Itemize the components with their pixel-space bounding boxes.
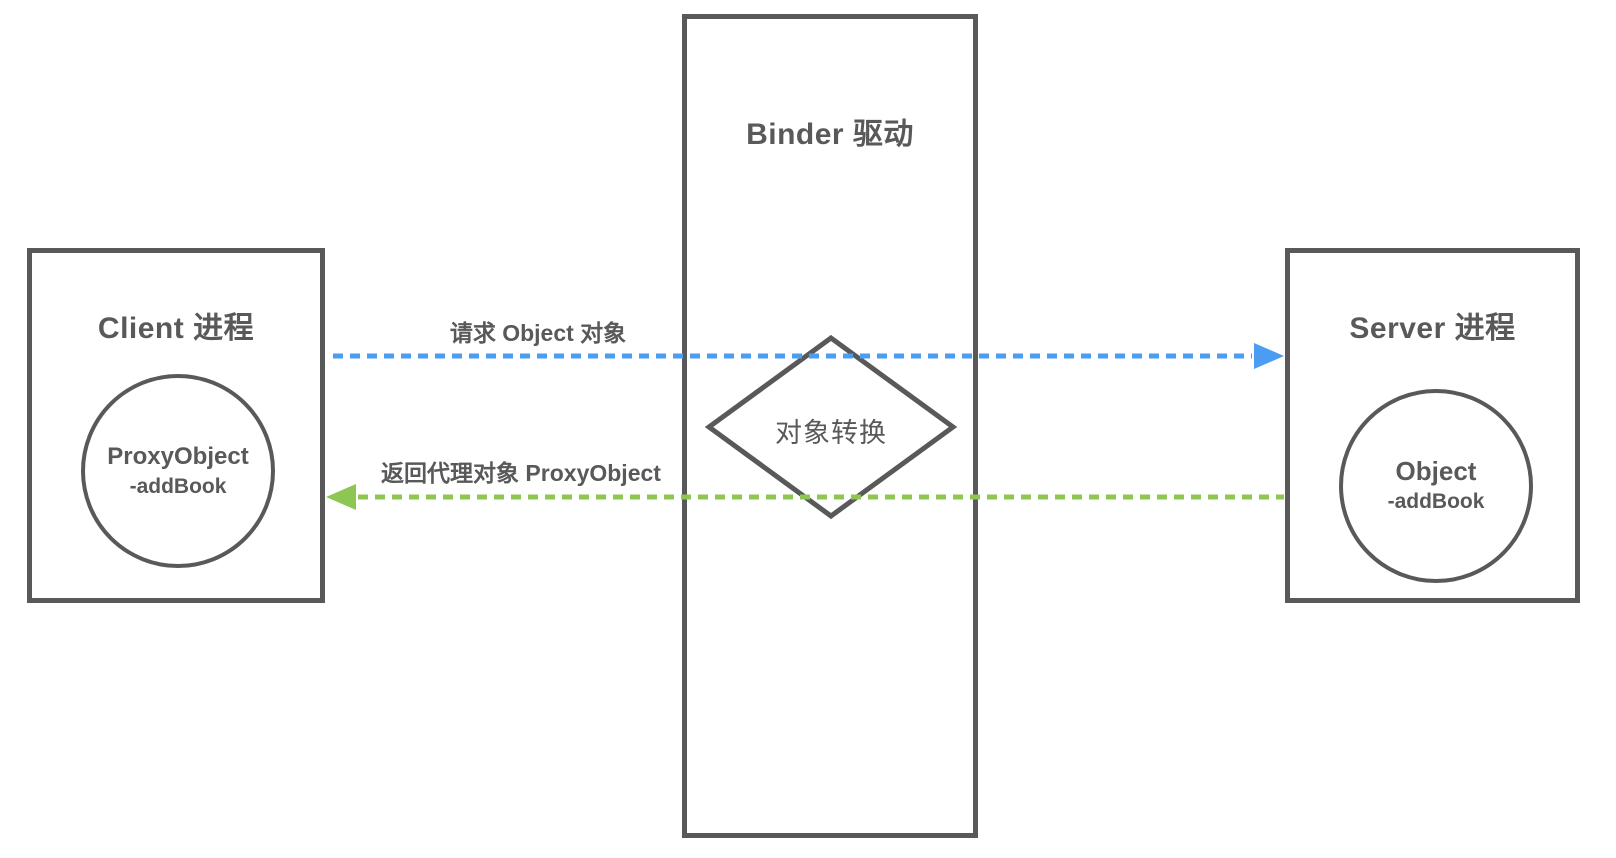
object-conversion-label: 对象转换 [775, 418, 887, 448]
request-arrow-head [1254, 343, 1284, 369]
object-circle: Object -addBook [1339, 389, 1533, 583]
client-process-box: Client 进程 ProxyObject -addBook [27, 248, 325, 603]
binder-driver-box: Binder 驱动 [682, 14, 978, 838]
server-process-box: Server 进程 Object -addBook [1285, 248, 1580, 603]
proxy-object-method: -addBook [129, 475, 227, 498]
object-method: -addBook [1387, 490, 1485, 513]
proxy-object-circle: ProxyObject -addBook [81, 374, 275, 568]
request-arrow-label: 请求 Object 对象 [449, 320, 627, 346]
binder-driver-title: Binder 驱动 [746, 118, 914, 151]
object-name: Object [1395, 456, 1477, 486]
return-arrow-label: 返回代理对象 ProxyObject [381, 460, 661, 486]
proxy-object-name: ProxyObject [107, 443, 249, 470]
client-process-title: Client 进程 [97, 312, 255, 345]
server-process-title: Server 进程 [1349, 312, 1516, 345]
